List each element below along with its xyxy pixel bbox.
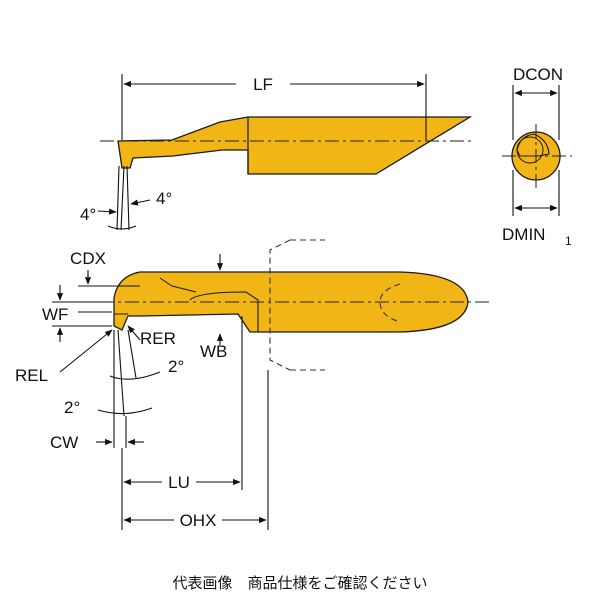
side-hidden-end [379, 283, 401, 323]
side-view: CDX WF WB RER REL 2° 2° CW [15, 239, 490, 530]
lf-label: LF [253, 75, 273, 94]
side-tool-body [113, 271, 469, 333]
cw-label: CW [50, 433, 78, 452]
angle-line-3 [126, 165, 130, 231]
wf-label: WF [42, 305, 68, 324]
angle-arc-upper [109, 371, 161, 380]
angle-line-2 [120, 165, 125, 231]
dmin-label: DMIN [502, 225, 545, 244]
caption-text: 代表画像 商品仕様をご確認ください [172, 574, 427, 592]
dcon-label: DCON [513, 65, 563, 84]
angle-4deg-left: 4° [80, 205, 96, 224]
angle-2deg-lower: 2° [64, 398, 80, 417]
angle-arrow-right [130, 199, 151, 206]
rer-leader [127, 325, 141, 341]
top-view: LF 4° 4° [80, 74, 473, 231]
angle-arc-lower [97, 407, 153, 415]
top-tool-body [117, 116, 473, 175]
side-chamfer-detail [159, 277, 197, 293]
end-view: DCON DMIN 1 [502, 65, 572, 248]
side-break-line [269, 239, 291, 371]
side-neck-detail [189, 291, 259, 332]
rel-leader [59, 329, 113, 373]
lu-label: LU [168, 473, 190, 492]
end-view-small-circle [516, 136, 544, 164]
cdx-label: CDX [70, 249, 106, 268]
wb-label: WB [200, 342, 227, 361]
dmin-subscript: 1 [565, 234, 572, 248]
angle-ref-line-3 [127, 329, 137, 379]
angle-arrow-left [97, 208, 117, 215]
angle-ref-line-2 [117, 329, 125, 417]
angle-arc-bottom [107, 225, 137, 230]
angle-line-1 [116, 165, 120, 231]
angle-2deg-upper: 2° [168, 357, 184, 376]
rer-label: RER [140, 329, 176, 348]
rel-label: REL [15, 366, 48, 385]
angle-4deg-right: 4° [156, 189, 172, 208]
ohx-label: OHX [180, 511, 217, 530]
